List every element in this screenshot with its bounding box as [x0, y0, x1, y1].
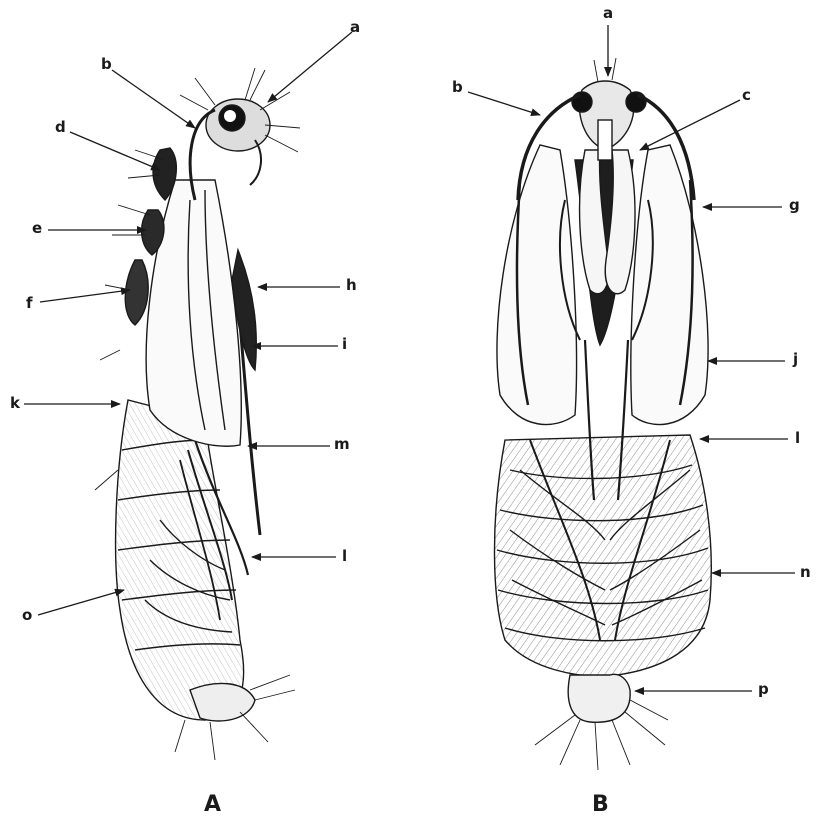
label-a-m: m	[334, 437, 350, 452]
label-a-e: e	[32, 221, 42, 236]
label-a-a: a	[350, 20, 360, 35]
label-a-d: d	[55, 120, 66, 135]
label-b-j: j	[793, 352, 798, 367]
label-a-k: k	[10, 396, 20, 411]
specimen-b-pupa	[494, 58, 711, 770]
label-a-l: l	[342, 549, 347, 564]
label-a-o: o	[22, 608, 32, 623]
caption-a: A	[204, 794, 221, 816]
caption-b: B	[592, 794, 609, 816]
label-a-i: i	[342, 337, 347, 352]
label-b-g: g	[789, 198, 800, 213]
label-a-b: b	[101, 57, 112, 72]
label-b-b: b	[452, 80, 463, 95]
label-b-n: n	[800, 565, 811, 580]
label-b-l: l	[795, 431, 800, 446]
specimen-a-pupa	[95, 68, 300, 760]
label-b-p: p	[758, 682, 769, 697]
label-b-a: a	[603, 6, 613, 21]
label-b-c: c	[742, 88, 751, 103]
label-a-h: h	[346, 278, 357, 293]
label-a-f: f	[26, 296, 33, 311]
